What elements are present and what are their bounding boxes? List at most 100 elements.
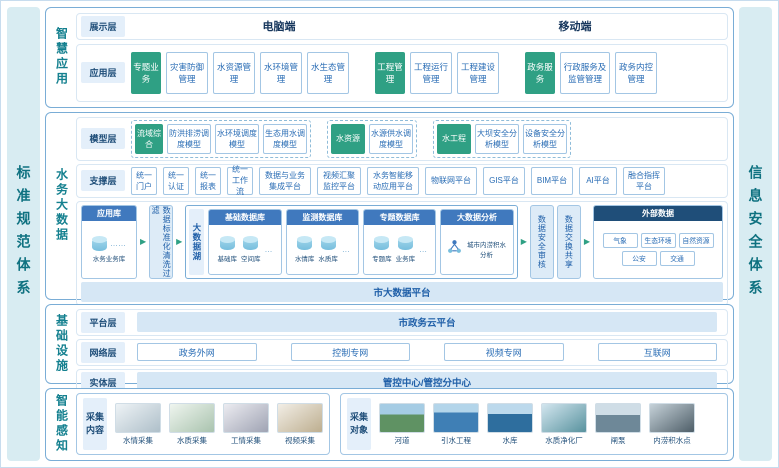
model-item: 防洪排涝调度模型: [167, 123, 211, 154]
support-item: BIM平台: [531, 166, 573, 195]
smart-application-label-col: 智慧应用: [51, 12, 73, 103]
photo-item: 闸泵: [595, 402, 641, 446]
database-cylinder-icon: [320, 235, 336, 251]
app-item: 政务内控管理: [615, 51, 657, 94]
photo-item: 视频采集: [277, 402, 323, 446]
photo-purification-plant: [541, 402, 587, 433]
app-item: 工程建设管理: [457, 51, 499, 94]
cylinder-item: 专题库: [372, 235, 392, 263]
cylinder-caption: 基础库: [217, 256, 237, 264]
external-data-item: 气象: [602, 232, 638, 248]
network-layer-label: 网络层: [81, 341, 125, 363]
photo-waterlogging-point: [649, 402, 695, 433]
display-layer-label: 展示层: [81, 15, 125, 37]
app-group-engineering: 工程管理 工程运行管理 工程建设管理: [375, 51, 499, 94]
ellipsis-icon: …: [341, 244, 350, 254]
photo-caption: 河道: [394, 435, 410, 445]
data-pipeline-area: 应用库 …… 水务业务库 ▶ 数据标准化清洗过滤: [76, 200, 728, 306]
smart-application-label: 智慧应用: [54, 27, 69, 88]
app-group-topics: 专题业务 灾害防御管理 水资源管理 水环境管理 水生态管理: [131, 51, 349, 94]
external-data-item: 公安: [621, 250, 657, 266]
group-head-topics: 专题业务: [131, 51, 161, 94]
water-big-data-label: 水务大数据: [54, 168, 69, 244]
mobile-heading: 移动端: [558, 21, 592, 34]
photo-item: 水质净化厂: [541, 402, 587, 446]
support-item: GIS平台: [483, 166, 525, 195]
cylinder-item: 水情库: [295, 235, 314, 263]
photo-river: [379, 402, 425, 433]
section-intelligent-sensing: 智能感知 采集内容 水情采集 水质采集 工情采集 视频采集 采集对象 河道 引水…: [45, 387, 734, 461]
application-layer-label: 应用层: [81, 62, 125, 84]
group-head-basin: 流域综合: [135, 123, 163, 154]
city-gov-cloud-bar: 市政务云平台: [137, 312, 717, 333]
model-layer-row: 模型层 流域综合 防洪排涝调度模型 水环境调度模型 生态用水调度模型 水资源 水…: [76, 116, 728, 161]
model-item: 水源供水调度模型: [369, 123, 413, 154]
cylinder-item: 业务库: [396, 235, 415, 263]
photo-caption: 水情采集: [123, 435, 153, 445]
ellipsis-icon: …: [264, 244, 273, 254]
monitoring-database-title: 监测数据库: [286, 209, 358, 225]
cylinder-caption: 专题库: [372, 256, 392, 264]
cylinder-item: 基础库: [217, 235, 237, 263]
model-group-water-engineering: 水工程 大坝安全分析模型 设备安全分析模型: [433, 119, 571, 158]
infrastructure-label: 基础设施: [54, 313, 69, 374]
network-item: 政务外网: [137, 343, 257, 362]
support-item: AI平台: [579, 166, 617, 195]
photo-water-quality-sensor: [169, 402, 215, 433]
model-item: 生态用水调度模型: [263, 123, 307, 154]
photo-caption: 闸泵: [610, 435, 626, 445]
network-item: 控制专网: [290, 343, 410, 362]
ellipsis-icon: ……: [110, 238, 126, 248]
photo-diversion-project: [433, 402, 479, 433]
photo-caption: 内涝积水点: [653, 435, 691, 445]
photo-water-level-sensor: [115, 402, 161, 433]
section-infrastructure: 基础设施 平台层 市政务云平台 网络层 政务外网 控制专网 视频专网 互联网: [45, 303, 734, 396]
water-big-data-label-col: 水务大数据: [51, 117, 73, 295]
standards-system-label: 标准规范体系: [15, 165, 32, 303]
app-item: 工程运行管理: [410, 51, 452, 94]
support-layer-label: 支撑层: [81, 170, 125, 192]
cylinder-item: 水质库: [318, 235, 338, 263]
support-layer-row: 支撑层 统一门户 统一认证 统一报表 统一工作流 数据与业务集成平台 视频汇聚监…: [76, 163, 728, 198]
app-group-government: 政务服务 行政服务及监管管理 政务内控管理: [525, 51, 657, 94]
photo-caption: 工情采集: [231, 435, 261, 445]
app-item: 行政服务及监管管理: [560, 51, 610, 94]
network-item: 互联网: [597, 343, 717, 362]
collection-content-box: 采集内容 水情采集 水质采集 工情采集 视频采集: [76, 393, 330, 456]
database-cylinder-icon: [219, 235, 235, 251]
support-item: 融合指挥平台: [623, 166, 665, 195]
photo-caption: 引水工程: [441, 435, 471, 445]
external-data-box: 外部数据 气象 生态环境 自然资源 公安 交通: [593, 204, 723, 279]
support-item: 水务智能移动应用平台: [367, 166, 419, 195]
model-item: 水环境调度模型: [215, 123, 259, 154]
data-exchange-share-label: 数据交换共享: [564, 214, 574, 269]
group-head-engineering: 工程管理: [375, 51, 405, 94]
model-item: 大坝安全分析模型: [475, 123, 519, 154]
group-head-government: 政务服务: [525, 51, 555, 94]
app-item: 水环境管理: [260, 51, 302, 94]
infrastructure-label-col: 基础设施: [51, 309, 73, 379]
analysis-caption: 城市内涝积水分析: [467, 242, 507, 260]
photo-caption: 水质净化厂: [545, 435, 583, 445]
data-cleaning-label: 数据标准化清洗过滤: [151, 205, 172, 278]
app-item: 水资源管理: [213, 51, 255, 94]
external-data-item: 生态环境: [640, 232, 676, 248]
thematic-database-box: 专题数据库 专题库 业务库 …: [363, 208, 437, 275]
flow-arrow-icon: ▶: [176, 237, 183, 247]
application-db-box: 应用库 …… 水务业务库: [81, 204, 137, 279]
support-item: 物联网平台: [425, 166, 477, 195]
support-item: 统一报表: [195, 166, 221, 195]
external-data-item: 自然资源: [678, 232, 714, 248]
network-layer-row: 网络层 政务外网 控制专网 视频专网 互联网: [76, 338, 728, 366]
info-security-system-label: 信息安全体系: [747, 165, 764, 303]
photo-item: 河道: [379, 402, 425, 446]
city-big-data-platform-bar: 市大数据平台: [81, 281, 723, 302]
photo-caption: 视频采集: [285, 435, 315, 445]
photo-item: 水质采集: [169, 402, 215, 446]
model-layer-label: 模型层: [81, 128, 125, 150]
analysis-network-icon: [447, 239, 462, 259]
model-item: 设备安全分析模型: [523, 123, 567, 154]
cylinder-caption: 空间库: [240, 256, 261, 264]
data-lake-label: 大数据湖: [191, 222, 202, 261]
